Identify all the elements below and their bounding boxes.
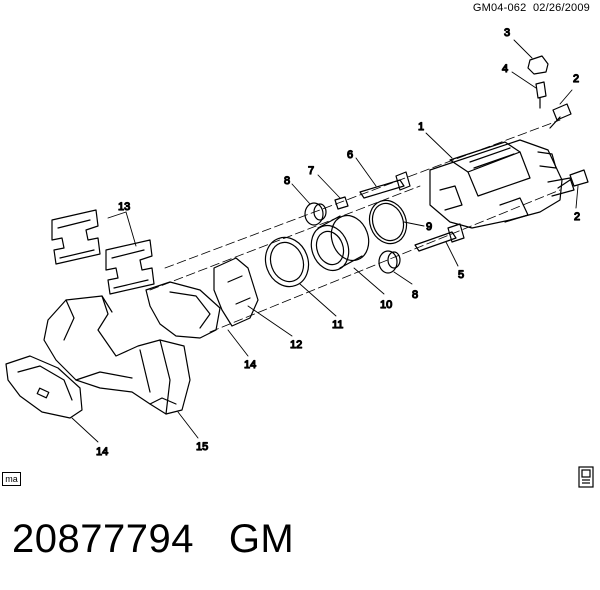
catalog-book-icon [578, 466, 594, 488]
pad-clip-lower [105, 239, 155, 295]
callout-8-lower: 8 [412, 289, 418, 301]
callout-14: 14 [96, 446, 108, 458]
bolt-upper [549, 103, 572, 129]
diagram-date: 02/26/2009 [532, 2, 590, 14]
bolt-right [557, 169, 589, 189]
piston-seal [368, 199, 408, 245]
callout-9: 9 [426, 221, 432, 233]
brand-name: GM [228, 517, 295, 561]
ma-badge: ma [2, 472, 21, 486]
callout-7: 7 [308, 165, 314, 177]
part-number: 20877794 [12, 517, 194, 561]
pin-washer [334, 196, 349, 210]
callout-3: 3 [504, 27, 510, 39]
diagram-code: GM04-062 [472, 2, 527, 14]
callout-5: 5 [458, 269, 464, 281]
leader-lines [71, 39, 579, 443]
assembly-axis-lines [149, 119, 561, 333]
bleeder-cap [527, 55, 549, 75]
callout-14-highlight: 14 [244, 359, 256, 371]
callout-15: 15 [196, 441, 208, 453]
caliper-housing [429, 139, 575, 229]
callout-13: 13 [118, 201, 130, 213]
part-number-line: 20877794 GM [12, 517, 294, 562]
bleeder-valve [535, 81, 547, 109]
guide-pin-upper [359, 171, 411, 199]
pad-clip-upper [51, 209, 101, 265]
diagram-header: GM04-062 02/26/2009 [473, 2, 590, 14]
pin-boot-upper [304, 202, 327, 226]
callout-1: 1 [418, 121, 424, 133]
brake-pad-inner [5, 355, 83, 419]
callout-4: 4 [502, 63, 508, 75]
caliper-bracket [43, 295, 191, 415]
pin-boot-lower [378, 250, 401, 274]
callout-12: 12 [290, 339, 302, 351]
callout-2-lower: 2 [574, 211, 580, 223]
callout-10: 10 [380, 299, 392, 311]
brake-caliper-exploded-diagram: 1 2 2 3 4 5 6 7 8 8 9 10 11 12 13 14 14 … [5, 26, 589, 459]
caliper-piston [310, 214, 370, 272]
callout-2-upper: 2 [573, 73, 579, 85]
brake-pad-outer [145, 281, 221, 339]
pad-shim [213, 257, 259, 327]
callout-11: 11 [332, 319, 343, 331]
guide-pin-lower [414, 223, 465, 252]
callout-8-upper: 8 [284, 175, 290, 187]
piston-dust-boot [264, 236, 310, 288]
callout-6: 6 [347, 149, 353, 161]
